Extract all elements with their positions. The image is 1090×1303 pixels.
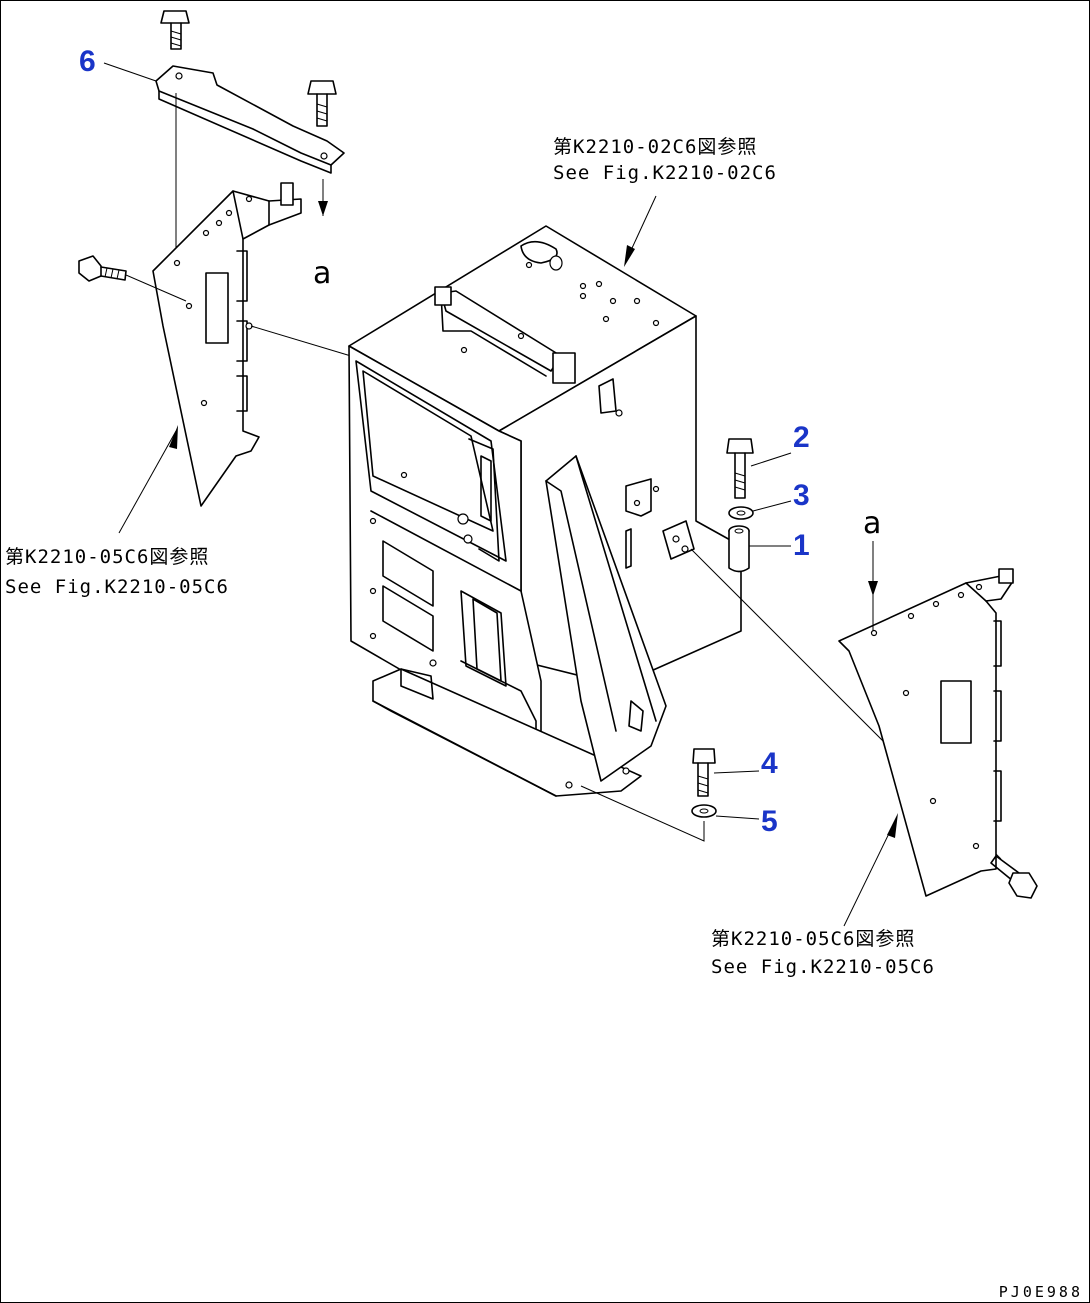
- reference-top-jp: 第K2210-02C6図参照: [553, 136, 757, 158]
- reference-right-en: See Fig.K2210-05C6: [711, 956, 935, 978]
- callout-5: 5: [761, 805, 778, 838]
- bolt-part-2: [726, 438, 754, 499]
- reference-right-jp: 第K2210-05C6図参照: [711, 928, 915, 950]
- reference-top-en: See Fig.K2210-02C6: [553, 162, 777, 184]
- reference-left-en: See Fig.K2210-05C6: [5, 576, 229, 598]
- left-side-cover: [152, 182, 302, 507]
- callout-3: 3: [793, 479, 810, 512]
- washer-part-3: [728, 506, 754, 520]
- flange-bolt-icon: [160, 10, 190, 50]
- callout-4: 4: [761, 747, 778, 780]
- main-cabinet: [348, 225, 742, 797]
- side-bolt-icon: [990, 855, 1038, 899]
- callout-2: 2: [793, 421, 810, 454]
- side-bolt-icon: [78, 255, 127, 282]
- callout-1: 1: [793, 529, 810, 562]
- callout-6: 6: [79, 45, 96, 78]
- connection-mark-right: a: [863, 506, 881, 541]
- flange-bolt-icon: [307, 80, 337, 127]
- washer-part-5: [691, 804, 717, 818]
- figure-code: PJ0E988: [999, 1283, 1083, 1301]
- reference-left-jp: 第K2210-05C6図参照: [5, 546, 209, 568]
- bolt-part-4: [692, 748, 716, 797]
- connection-mark-left: a: [313, 256, 331, 291]
- right-side-cover: [838, 568, 1014, 897]
- bracket-plate-part-6: [155, 65, 345, 174]
- spacer-part-1: [728, 525, 750, 573]
